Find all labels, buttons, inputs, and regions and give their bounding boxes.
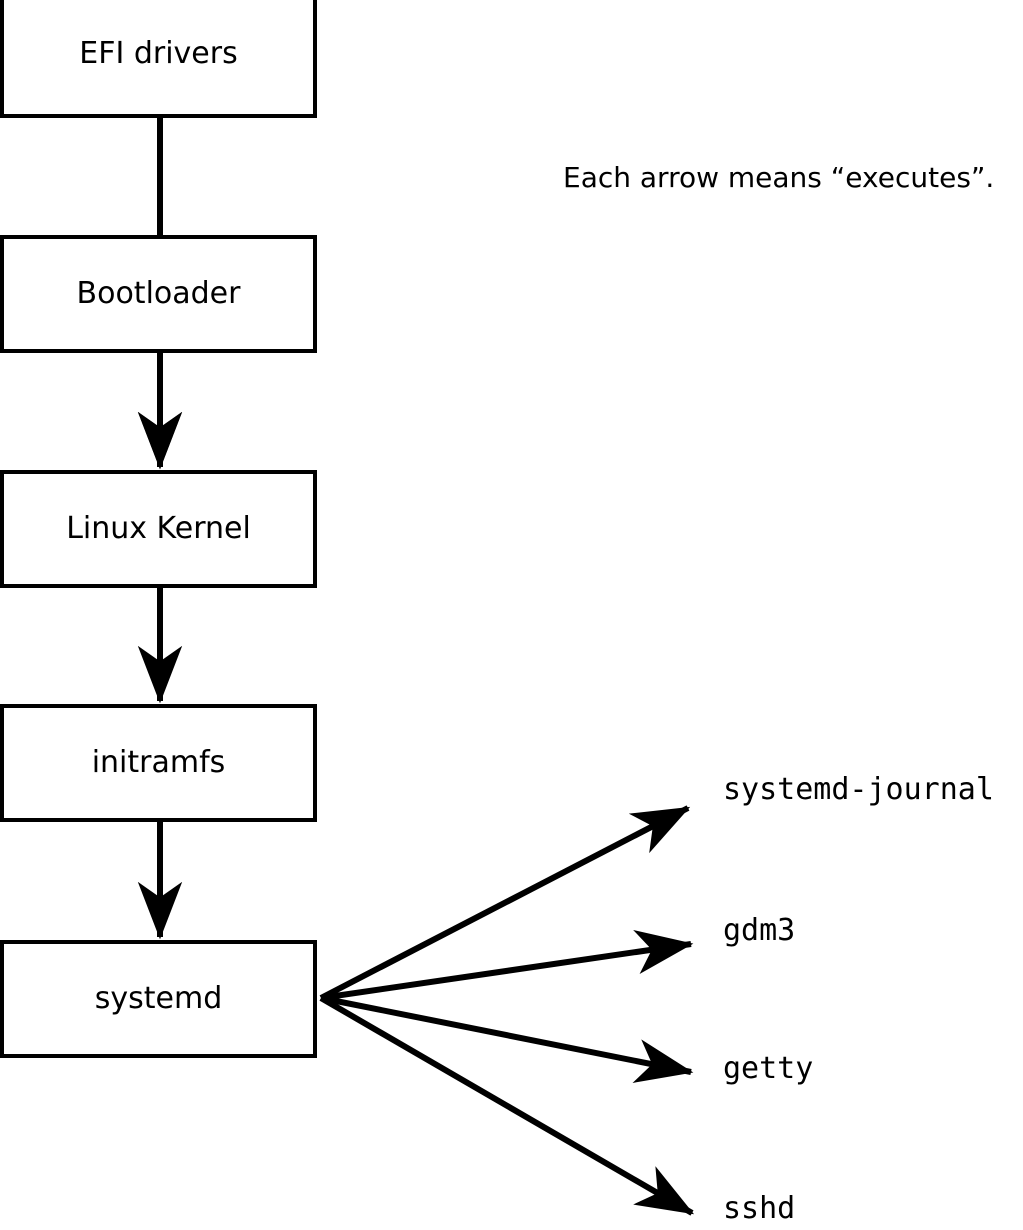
fan-arrow-layer: [319, 805, 695, 1216]
node-box-initramfs: initramfs: [0, 704, 317, 822]
node-label-linux-kernel: Linux Kernel: [66, 511, 251, 546]
service-label-getty: getty: [723, 1051, 814, 1086]
arrow-systemd-to-gdm3: [320, 930, 694, 1001]
node-box-systemd: systemd: [0, 940, 317, 1058]
arrow-systemd-to-getty: [320, 995, 694, 1083]
node-label-bootloader: Bootloader: [76, 276, 241, 311]
node-box-linux-kernel: Linux Kernel: [0, 470, 317, 588]
arrow-systemd-to-systemd-journal: [319, 805, 691, 1001]
service-label-sshd: sshd: [723, 1191, 796, 1226]
service-label-systemd-journal: systemd-journal: [723, 772, 994, 807]
node-box-efi-drivers: EFI drivers: [0, 0, 317, 118]
node-label-efi-drivers: EFI drivers: [79, 36, 238, 71]
node-label-initramfs: initramfs: [91, 745, 226, 780]
arrow-systemd-to-sshd: [319, 995, 695, 1216]
service-label-gdm3: gdm3: [723, 913, 796, 948]
diagram-caption: Each arrow means “executes”.: [563, 161, 995, 194]
node-label-systemd: systemd: [94, 981, 223, 1016]
node-box-bootloader: Bootloader: [0, 235, 317, 353]
